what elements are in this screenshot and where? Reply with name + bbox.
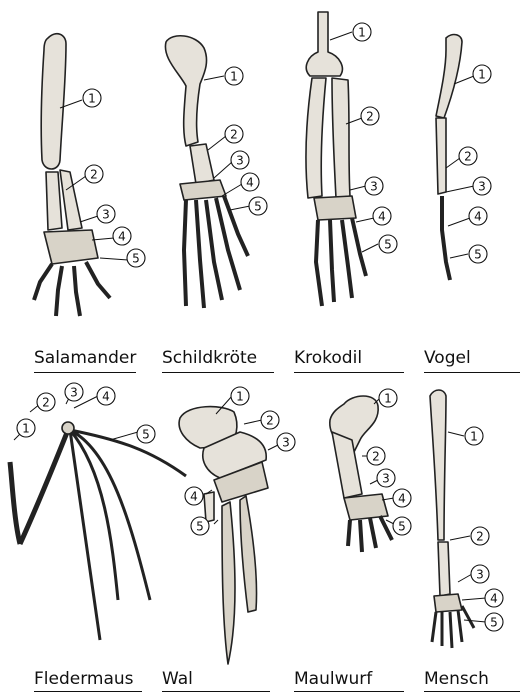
salamander-marker-3: 3 [102, 208, 110, 222]
wal-forelimb [179, 407, 268, 664]
krokodil-radius [306, 78, 326, 198]
salamander-radius [60, 170, 82, 230]
label-underline-maulwurf [294, 691, 404, 692]
fledermaus-marker-3: 3 [70, 386, 78, 400]
mensch-humerus [430, 390, 446, 540]
label-underline-vogel [424, 372, 520, 373]
vogel-marker-3: 3 [478, 180, 486, 194]
schildkroete-forearm [190, 144, 214, 184]
krokodil-marker-4: 4 [378, 210, 386, 224]
krokodil-carpals [314, 196, 356, 220]
wal-small-digit [204, 492, 214, 522]
label-salamander: Salamander [34, 350, 136, 367]
salamander-marker-4: 4 [118, 230, 126, 244]
krokodil-marker-3: 3 [370, 180, 378, 194]
salamander-carpals [44, 230, 98, 264]
maulwurf-marker-5: 5 [398, 520, 406, 534]
maulwurf-marker-2: 2 [372, 450, 380, 464]
fledermaus-humerus [10, 462, 20, 544]
label-underline-fledermaus [34, 691, 142, 692]
maulwurf-digits [348, 516, 392, 552]
label-underline-wal [162, 691, 270, 692]
mensch-forearm [438, 542, 450, 596]
vogel-humerus [436, 35, 462, 118]
schildkroete-marker-4: 4 [246, 176, 254, 190]
label-wal: Wal [162, 671, 193, 688]
schildkroete-carpals [180, 180, 226, 200]
maulwurf-marker-3: 3 [382, 472, 390, 486]
mensch-marker-2: 2 [476, 530, 484, 544]
mensch-carpals [434, 594, 462, 612]
vogel-marker-1: 1 [478, 68, 486, 82]
vogel-marker-2: 2 [464, 150, 472, 164]
label-underline-mensch [424, 691, 520, 692]
fledermaus-marker-4: 4 [102, 390, 110, 404]
wal-marker-3: 3 [282, 436, 290, 450]
mensch-marker-1: 1 [470, 430, 478, 444]
label-vogel: Vogel [424, 350, 471, 367]
fledermaus-marker-5: 5 [142, 428, 150, 442]
vogel-hand [442, 196, 450, 280]
fledermaus-forearm [20, 430, 68, 544]
fledermaus-carpals [62, 422, 74, 434]
fledermaus-forelimb [10, 422, 186, 640]
label-mensch: Mensch [424, 671, 489, 688]
schildkroete-humerus [165, 36, 206, 146]
wal-marker-5: 5 [196, 520, 204, 534]
krokodil-ulna [332, 78, 350, 198]
label-underline-krokodil [294, 372, 404, 373]
krokodil-humerus [306, 12, 342, 76]
wal-marker-4: 4 [190, 490, 198, 504]
krokodil-digits [316, 218, 366, 306]
salamander-humerus [41, 34, 66, 169]
wal-marker-1: 1 [236, 390, 244, 404]
vogel-marker-5: 5 [474, 248, 482, 262]
vogel-forearm [436, 118, 446, 194]
schildkroete-marker-1: 1 [230, 70, 238, 84]
salamander-digits [34, 262, 110, 316]
salamander-marker-5: 5 [132, 252, 140, 266]
wal-marker-2: 2 [266, 414, 274, 428]
schildkroete-digits [184, 196, 248, 308]
label-krokodil: Krokodil [294, 350, 362, 367]
vogel-forelimb [436, 35, 462, 280]
number-markers: 1234512345123451234512345123451234512345 [17, 23, 503, 631]
maulwurf-marker-1: 1 [384, 392, 392, 406]
mensch-forelimb [430, 390, 474, 648]
krokodil-forelimb [306, 12, 366, 306]
vogel-marker-4: 4 [474, 210, 482, 224]
krokodil-marker-2: 2 [366, 110, 374, 124]
label-schildkroete: Schildkröte [162, 350, 257, 367]
schildkroete-marker-5: 5 [254, 200, 262, 214]
salamander-marker-1: 1 [88, 92, 96, 106]
wal-digits [222, 496, 257, 664]
salamander-ulna [46, 172, 62, 230]
salamander-marker-2: 2 [90, 168, 98, 182]
krokodil-marker-5: 5 [384, 238, 392, 252]
fledermaus-digits [70, 430, 186, 640]
mensch-marker-4: 4 [490, 592, 498, 606]
fledermaus-marker-2: 2 [42, 396, 50, 410]
fledermaus-marker-1: 1 [22, 422, 30, 436]
mensch-marker-3: 3 [476, 568, 484, 582]
maulwurf-marker-4: 4 [398, 492, 406, 506]
schildkroete-marker-3: 3 [236, 154, 244, 168]
label-underline-schildkroete [162, 372, 274, 373]
schildkroete-marker-2: 2 [230, 128, 238, 142]
label-maulwurf: Maulwurf [294, 671, 372, 688]
krokodil-marker-1: 1 [358, 26, 366, 40]
mensch-marker-5: 5 [490, 616, 498, 630]
label-fledermaus: Fledermaus [34, 671, 134, 688]
label-underline-salamander [34, 372, 136, 373]
